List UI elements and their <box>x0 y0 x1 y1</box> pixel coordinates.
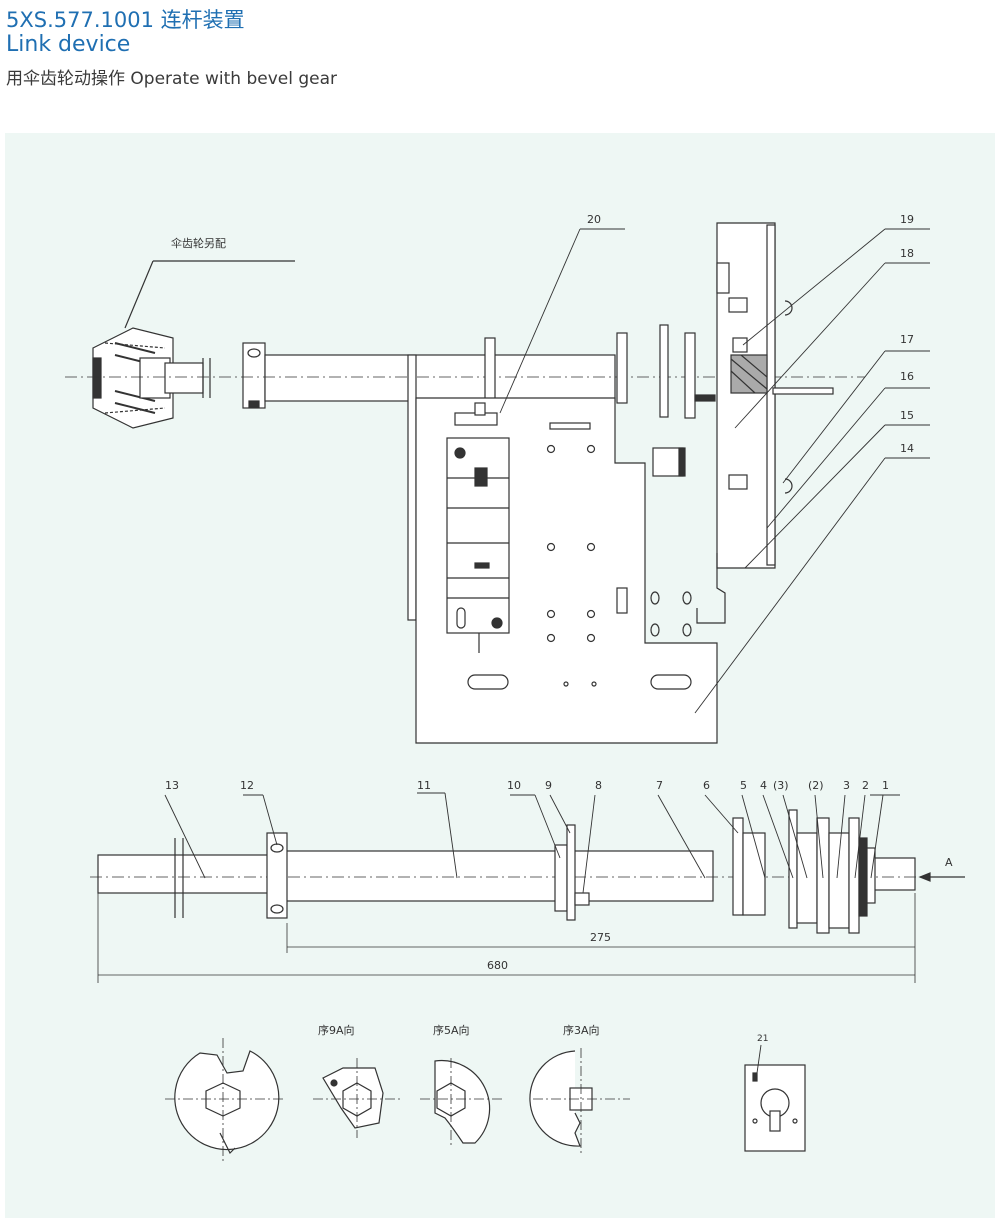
callout-20: 20 <box>587 213 601 226</box>
part-21-detail <box>744 1044 806 1152</box>
shaft-collar <box>242 342 266 409</box>
section-seq9 <box>313 1058 400 1138</box>
side-main-shaft <box>272 850 714 902</box>
drawing-panel: 伞齿轮另配 20 19 18 17 16 15 14 <box>5 133 995 1218</box>
dimension-680: 680 <box>487 959 508 972</box>
top-view-leaders <box>499 228 930 714</box>
callout-11: 11 <box>417 779 431 792</box>
side-shaft-left <box>97 854 274 894</box>
drawing-code-title: 5XS.577.1001 连杆装置 <box>6 8 245 32</box>
side-view-labels: 13 12 11 10 9 8 7 6 5 4 (3) (2) 3 2 1 A … <box>165 779 953 972</box>
dimension-275: 275 <box>590 931 611 944</box>
main-shaft <box>264 354 616 402</box>
callout-19: 19 <box>900 213 914 226</box>
callout-2: 2 <box>862 779 869 792</box>
right-mechanism <box>616 222 834 637</box>
callout-13: 13 <box>165 779 179 792</box>
callout-18: 18 <box>900 247 914 260</box>
bevel-gear <box>92 327 204 429</box>
callout-10: 10 <box>507 779 521 792</box>
section-views <box>165 1038 806 1163</box>
section-disc-1 <box>165 1038 285 1163</box>
callout-6: 6 <box>703 779 710 792</box>
drawing-subtitle: 用伞齿轮动操作 Operate with bevel gear <box>6 69 337 89</box>
callout-15: 15 <box>900 409 914 422</box>
callout-1: 1 <box>882 779 889 792</box>
bevel-note-leader <box>124 260 154 329</box>
callout-14: 14 <box>900 442 914 455</box>
mounting-plate-upper <box>407 354 417 621</box>
section-seq5 <box>420 1058 505 1148</box>
top-view-labels: 伞齿轮另配 20 19 18 17 16 15 14 <box>171 213 914 455</box>
label-seq5-view: 序5A向 <box>433 1023 470 1037</box>
top-view <box>65 222 930 744</box>
callout-12: 12 <box>240 779 254 792</box>
side-view <box>90 792 965 983</box>
bevel-gear-note: 伞齿轮另配 <box>171 236 226 250</box>
callout-paren-2: (2) <box>808 779 824 792</box>
drawing-english-title: Link device <box>6 32 131 57</box>
arrow-a-label: A <box>945 856 953 869</box>
side-view-leaders <box>164 792 900 894</box>
callout-7: 7 <box>656 779 663 792</box>
callout-17: 17 <box>900 333 914 346</box>
label-seq3-view: 序3A向 <box>563 1023 600 1037</box>
section-labels: 序9A向 序5A向 序3A向 21 <box>318 1023 768 1044</box>
switch-block <box>446 402 510 653</box>
callout-5: 5 <box>740 779 747 792</box>
callout-paren-3: (3) <box>773 779 789 792</box>
section-seq3 <box>529 1048 630 1153</box>
callout-21: 21 <box>757 1034 768 1044</box>
callout-16: 16 <box>900 370 914 383</box>
callout-3: 3 <box>843 779 850 792</box>
callout-4: 4 <box>760 779 767 792</box>
label-seq9-view: 序9A向 <box>318 1023 355 1037</box>
plate-holes <box>546 444 597 687</box>
callout-8: 8 <box>595 779 602 792</box>
callout-9: 9 <box>545 779 552 792</box>
